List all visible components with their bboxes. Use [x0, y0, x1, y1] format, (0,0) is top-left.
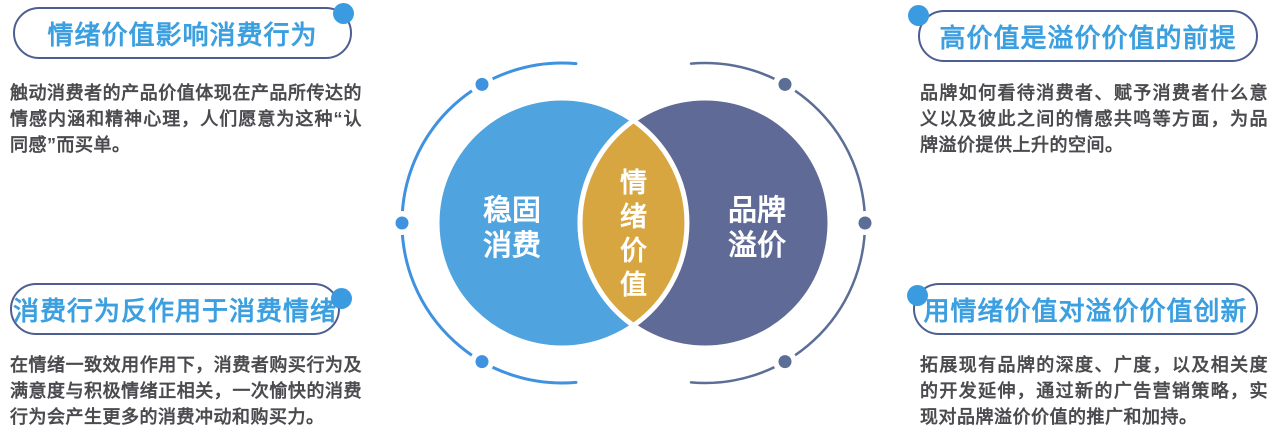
- left-circle-label-line2: 消费: [483, 229, 541, 262]
- right-orbit-nodes: [773, 72, 877, 374]
- panel-top-right-title-pill: 高价值是溢价价值的前提: [918, 10, 1258, 62]
- orbit-node-icon: [475, 355, 489, 369]
- left-circle-label-line1: 稳固: [483, 193, 541, 227]
- overlap-lens-emotional-value: [577, 118, 690, 328]
- overlap-label-vertical: 情 绪 价 值: [620, 168, 648, 300]
- panel-bottom-left-title-pill: 消费行为反作用于消费情绪: [10, 283, 340, 335]
- orbit-node-icon: [475, 77, 489, 91]
- overlap-label-char4: 值: [620, 270, 647, 300]
- panel-top-left-body: 触动消费者的产品价值体现在产品所传达的情感内涵和精神心理，人们愿意为这种“认同感…: [10, 83, 362, 155]
- panel-bottom-right-corner-dot-icon: [907, 285, 928, 306]
- overlap-label-char3: 价: [620, 236, 648, 266]
- overlap-label-char1: 情: [620, 168, 647, 198]
- venn-diagram: 稳固 消费 品牌 溢价 情 绪 价 值: [390, 61, 877, 385]
- left-circle-label: 稳固 消费: [483, 193, 541, 262]
- orbit-node-icon: [778, 77, 792, 91]
- right-circle-label-line2: 溢价: [728, 229, 787, 262]
- panel-bottom-right-title: 用情绪价值对溢价价值创新: [923, 295, 1248, 326]
- right-circle-label-line1: 品牌: [728, 193, 786, 227]
- panel-top-right-body: 品牌如何看待消费者、赋予消费者什么意义以及彼此之间的情感共鸣等方面，为品牌溢价提…: [920, 83, 1268, 155]
- orbit-node-icon: [395, 216, 409, 230]
- orbit-node-icon: [778, 355, 792, 369]
- panel-bottom-left-title: 消费行为反作用于消费情绪: [12, 295, 337, 326]
- panel-bottom-right-title-pill: 用情绪价值对溢价价值创新: [913, 283, 1258, 335]
- panel-top-left-title: 情绪价值影响消费行为: [47, 19, 318, 50]
- left-orbit-nodes: [390, 72, 494, 374]
- panel-bottom-left-body: 在情绪一致效用作用下，消费者购买行为及满意度与积极情绪正相关，一次愉快的消费行为…: [10, 355, 362, 427]
- panel-bottom-left-corner-dot-icon: [331, 288, 352, 309]
- right-circle-label: 品牌 溢价: [728, 193, 787, 262]
- overlap-label-char2: 绪: [620, 202, 647, 232]
- panel-top-right-title: 高价值是溢价价值的前提: [939, 22, 1237, 53]
- panel-top-left-title-pill: 情绪价值影响消费行为: [13, 7, 352, 59]
- panel-top-left-corner-dot-icon: [333, 3, 354, 24]
- orbit-node-icon: [858, 216, 872, 230]
- panel-bottom-right-body: 拓展现有品牌的深度、广度，以及相关度的开发延伸，通过新的广告营销策略，实现对品牌…: [920, 355, 1268, 427]
- panel-top-right-corner-dot-icon: [908, 5, 929, 26]
